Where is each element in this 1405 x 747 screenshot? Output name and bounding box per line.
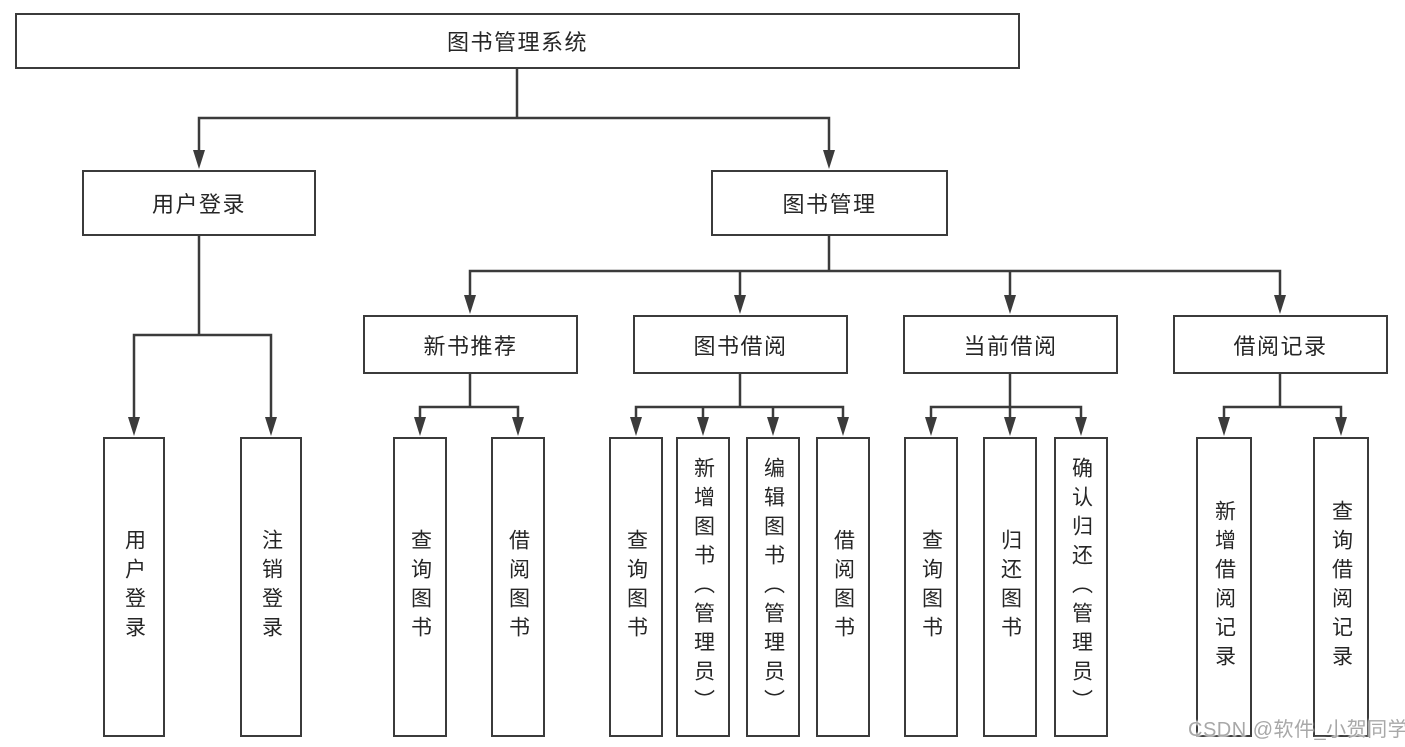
- leaf-label: 归还图书: [998, 529, 1022, 645]
- leaf-label: 注销登录: [259, 529, 283, 645]
- node-borrowing-records: 借阅记录: [1173, 315, 1388, 374]
- leaf-nb-query-books: 查询图书: [393, 437, 447, 737]
- leaf-logout: 注销登录: [240, 437, 302, 737]
- leaf-label: 查询图书: [919, 529, 943, 645]
- leaf-cb-return-books: 归还图书: [983, 437, 1037, 737]
- leaf-cb-confirm-return-admin: 确认归还（管理员）: [1054, 437, 1108, 737]
- csdn-watermark: CSDN @软件_小贺同学: [1188, 719, 1405, 741]
- node-book-management: 图书管理: [711, 170, 948, 236]
- leaf-label: 编辑图书（管理员）: [761, 456, 785, 718]
- node-root-library-system: 图书管理系统: [15, 13, 1020, 69]
- connector-stems: [132, 67, 1343, 421]
- leaf-bb-edit-book-admin: 编辑图书（管理员）: [746, 437, 800, 737]
- leaf-label: 借阅图书: [506, 529, 530, 645]
- leaf-cb-query-books: 查询图书: [904, 437, 958, 737]
- leaf-br-query-borrow-record: 查询借阅记录: [1313, 437, 1369, 737]
- leaf-label: 新增借阅记录: [1212, 500, 1236, 674]
- leaf-label: 借阅图书: [831, 529, 855, 645]
- node-new-book-recommend: 新书推荐: [363, 315, 578, 374]
- node-user-login: 用户登录: [82, 170, 316, 236]
- node-current-borrowing: 当前借阅: [903, 315, 1118, 374]
- leaf-label: 查询图书: [408, 529, 432, 645]
- leaf-label: 查询图书: [624, 529, 648, 645]
- leaf-user-login: 用户登录: [103, 437, 165, 737]
- leaf-bb-query-books: 查询图书: [609, 437, 663, 737]
- leaf-br-add-borrow-record: 新增借阅记录: [1196, 437, 1252, 737]
- leaf-label: 查询借阅记录: [1329, 500, 1353, 674]
- leaf-label: 确认归还（管理员）: [1069, 456, 1093, 718]
- leaf-label: 用户登录: [122, 529, 146, 645]
- node-book-borrowing: 图书借阅: [633, 315, 848, 374]
- leaf-bb-borrow-books: 借阅图书: [816, 437, 870, 737]
- leaf-nb-borrow-books: 借阅图书: [491, 437, 545, 737]
- leaf-label: 新增图书（管理员）: [691, 456, 715, 718]
- leaf-bb-add-book-admin: 新增图书（管理员）: [676, 437, 730, 737]
